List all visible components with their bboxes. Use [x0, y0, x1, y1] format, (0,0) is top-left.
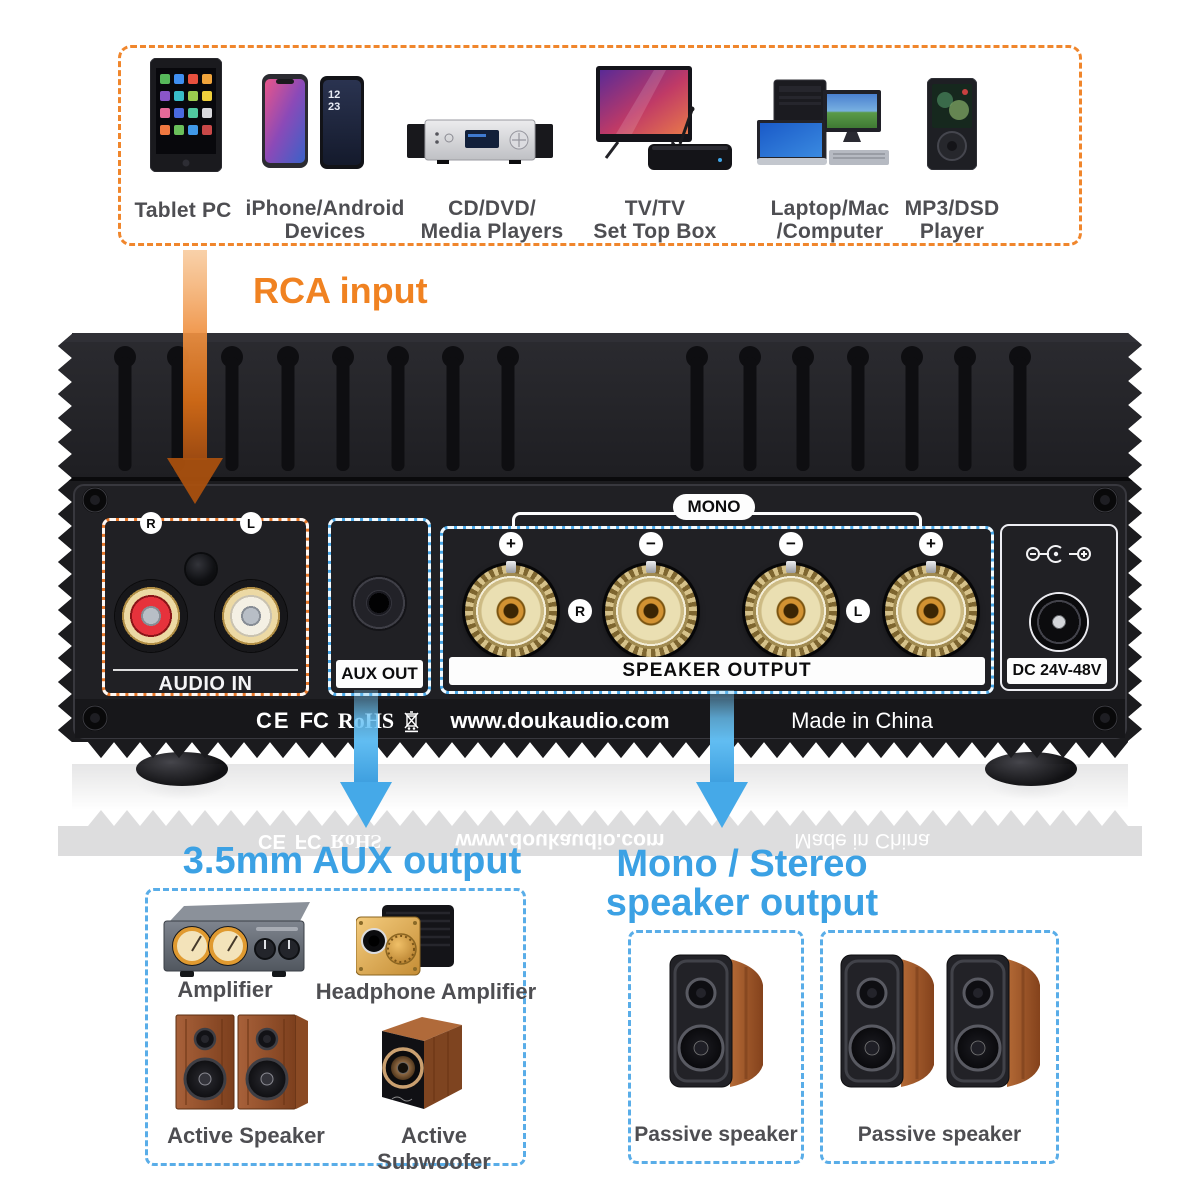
- headphone-amplifier-icon: [356, 905, 454, 976]
- source-label-computer: Laptop/Mac /Computer: [770, 197, 890, 243]
- terminal-polarity-3: −: [779, 532, 803, 556]
- fcc-mark: FC: [299, 708, 329, 733]
- speaker-right-badge: R: [568, 599, 592, 623]
- speaker-output-arrow: [696, 690, 748, 828]
- aux-jack: [351, 575, 407, 631]
- dc-polarity-icon: [1026, 545, 1091, 563]
- binding-post-3: [745, 561, 837, 657]
- active-speaker-icon: [175, 1014, 308, 1110]
- audio-in-right-badge: R: [140, 512, 162, 534]
- dc-barrel-jack: [1031, 594, 1087, 650]
- tablet-icon: [150, 58, 222, 172]
- source-label-cd: CD/DVD/ Media Players: [420, 197, 564, 243]
- binding-post-1: [465, 561, 557, 657]
- speaker-output-section: + − − + R L SPEAKER OUTPUT: [440, 526, 994, 694]
- input-sources-panel: [118, 45, 1082, 246]
- source-label-tablet: Tablet PC: [134, 199, 232, 222]
- rca-jack-left: [214, 579, 288, 653]
- source-label-tv: TV/TV Set Top Box: [593, 197, 717, 243]
- passive-speaker-icon: [669, 954, 763, 1088]
- speaker-output-heading: Mono / Stereo speaker output: [605, 843, 879, 924]
- aux-devices-panel: Amplifier Headphone Amplifier: [145, 888, 536, 1174]
- weee-bin-icon: [404, 711, 419, 733]
- passive-speaker-icon: [840, 954, 934, 1088]
- binding-post-4: [885, 561, 977, 657]
- website-text: www.doukaudio.com: [450, 708, 670, 733]
- panel-screw-hole: [186, 554, 216, 584]
- audio-in-title: AUDIO IN: [158, 673, 253, 695]
- passive-speaker-panel-mono: Passive speaker: [628, 930, 804, 1164]
- audio-in-section: R L AUDIO IN: [102, 512, 309, 696]
- aux-device-label-active-subwoofer: Active Subwoofer: [377, 1123, 491, 1174]
- active-subwoofer-icon: [382, 1017, 462, 1109]
- source-label-phones: iPhone/Android Devices: [245, 197, 405, 243]
- tv-settopbox-icon: [596, 66, 732, 170]
- source-label-mp3: MP3/DSD Player: [904, 197, 1000, 243]
- rca-input-arrow: [167, 250, 223, 504]
- computer-icon: [757, 79, 889, 165]
- rca-input-label: RCA input: [253, 270, 428, 311]
- amp-foot-left: [136, 752, 228, 786]
- speaker-output-label-strip: SPEAKER OUTPUT: [449, 657, 985, 685]
- passive-speaker-panel-stereo: Passive speaker: [820, 930, 1059, 1164]
- passive-speaker-label-2: Passive speaker: [857, 1123, 1022, 1146]
- terminal-polarity-4: +: [919, 532, 943, 556]
- smartphones-icon: 12 23: [262, 74, 364, 169]
- aux-device-label-amplifier: Amplifier: [177, 977, 273, 1002]
- panel-corner-screws: [82, 487, 1118, 731]
- aux-out-label-strip: AUX OUT: [336, 660, 423, 688]
- rca-jack-right: [114, 579, 188, 653]
- speaker-left-badge: L: [846, 599, 870, 623]
- aux-device-label-headphone-amp: Headphone Amplifier: [315, 979, 537, 1004]
- cd-player-icon: [407, 119, 553, 164]
- audio-in-left-badge: L: [240, 512, 262, 534]
- aux-output-arrow: [340, 690, 392, 828]
- phone-clock-minute: 23: [328, 101, 340, 113]
- dc-input-section: DC 24V-48V: [1000, 524, 1118, 691]
- origin-text: Made in China: [791, 708, 933, 733]
- amp-foot-right: [985, 752, 1077, 786]
- mp3-player-icon: [927, 78, 977, 170]
- aux-device-label-active-speaker: Active Speaker: [167, 1123, 325, 1148]
- aux-out-section: AUX OUT: [328, 518, 431, 696]
- mono-pill: MONO: [673, 494, 755, 520]
- aux-output-heading: 3.5mm AUX output: [182, 840, 522, 882]
- passive-speaker-label-1: Passive speaker: [634, 1123, 798, 1146]
- phone-clock-hour: 12: [328, 89, 340, 101]
- ce-mark: CE: [256, 708, 291, 733]
- terminal-polarity-2: −: [639, 532, 663, 556]
- binding-post-2: [605, 561, 697, 657]
- terminal-polarity-1: +: [499, 532, 523, 556]
- dc-input-label: DC 24V-48V: [1007, 658, 1107, 684]
- stereo-amplifier-icon: [163, 902, 310, 977]
- audio-in-divider: [113, 669, 298, 671]
- passive-speaker-icon: [946, 954, 1040, 1088]
